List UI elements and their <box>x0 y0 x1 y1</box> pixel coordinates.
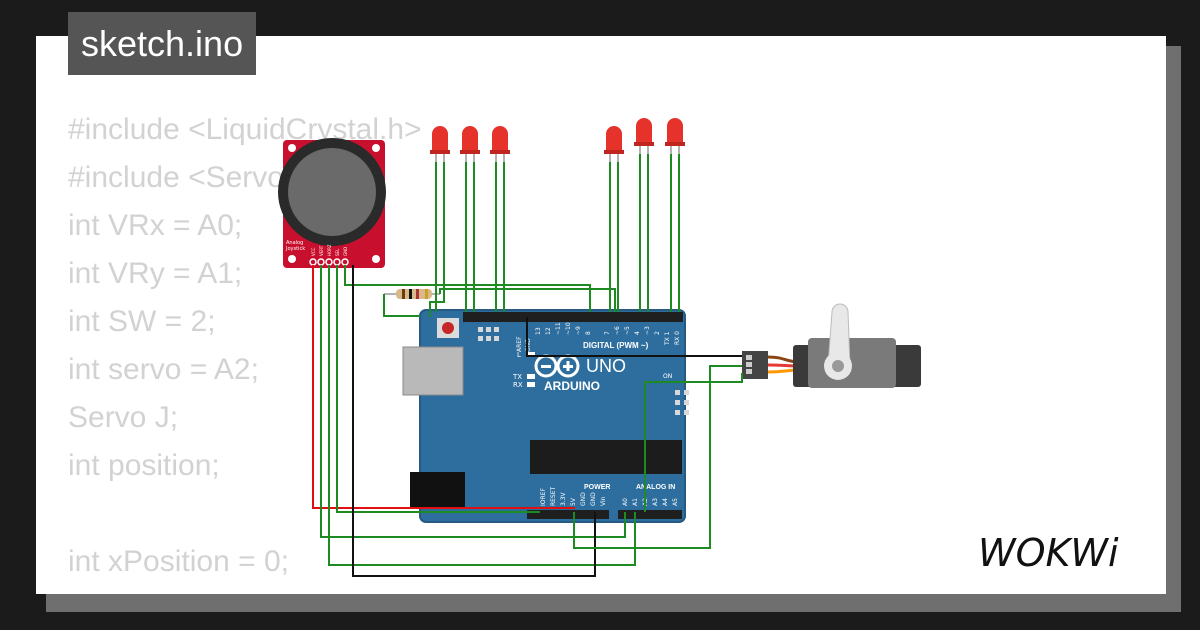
wires <box>312 154 743 577</box>
resistor[interactable] <box>384 289 440 299</box>
atmega-chip <box>530 440 682 474</box>
wire-led-gnd <box>429 162 445 317</box>
on-label: ON <box>663 373 672 380</box>
code-line-11: int yPosition = 0; <box>68 586 422 594</box>
red-led-4[interactable] <box>604 126 624 162</box>
wokwi-logo-text: WOKWi <box>978 531 1119 575</box>
pin-label: RX 0 <box>674 331 681 345</box>
servo-connector <box>742 351 768 379</box>
wire-vert <box>320 265 626 538</box>
usb-port <box>402 346 464 396</box>
joystick-label-2: Joystick <box>285 246 305 252</box>
pin-label: GND <box>580 492 587 506</box>
servo-motor[interactable] <box>742 303 921 388</box>
pin-label: A3 <box>652 498 659 506</box>
pin-label: 5V <box>570 497 577 506</box>
arduino-uno-board[interactable]: L TX RX ARDUINO UNO DIGITAL (PWM ~) ON A… <box>402 309 689 523</box>
pin-label: ~6 <box>614 326 621 335</box>
joystick-knob[interactable] <box>288 148 376 236</box>
board-brand: ARDUINO <box>544 379 600 393</box>
wire-servo-gnd <box>526 317 742 357</box>
red-led-5[interactable] <box>634 118 654 154</box>
pin-label: RESET <box>550 486 557 506</box>
led-rx-indicator <box>527 382 535 387</box>
pin-label: 12 <box>545 327 552 335</box>
reset-button[interactable] <box>442 322 454 334</box>
wire-servo-signal <box>644 373 743 512</box>
servo-horn[interactable] <box>827 303 851 367</box>
pin-label: Vin <box>600 496 607 506</box>
pin-label: 13 <box>535 327 542 335</box>
pin-label: A0 <box>622 498 629 506</box>
digital-label: DIGITAL (PWM ~) <box>583 341 649 350</box>
pin-label: A1 <box>632 498 639 506</box>
rx-label: RX <box>513 381 523 389</box>
code-line-6: int servo = A2; <box>68 353 259 386</box>
pin-label: SEL <box>335 248 340 256</box>
pin-label: ~11 <box>555 322 562 335</box>
analog-joystick-module[interactable]: Analog Joystick VCC VERT HORZ SEL GND <box>278 138 386 268</box>
red-led-6[interactable] <box>665 118 685 154</box>
pin-label: IOREF <box>540 488 547 506</box>
pin-label: 4 <box>634 331 641 335</box>
tx-label: TX <box>512 373 522 381</box>
pin-label: ~5 <box>624 326 631 335</box>
pin-label: A5 <box>672 498 679 506</box>
wire-resistor-pin <box>439 288 616 312</box>
joystick-pin-labels: VCC VERT HORZ SEL GND <box>311 244 348 256</box>
code-line-3: int VRx = A0; <box>68 209 243 242</box>
power-pin-labels: IOREF RESET 3.3V 5V GND GND Vin <box>540 486 607 506</box>
wire-sel <box>336 265 540 513</box>
wire-resistor <box>383 294 420 317</box>
pin-label: 7 <box>604 331 611 335</box>
code-line-7: Servo J; <box>68 401 179 434</box>
red-led-3[interactable] <box>490 126 510 162</box>
led-group <box>430 118 685 162</box>
pin-label: GND <box>590 492 597 506</box>
digital-header <box>463 312 683 322</box>
code-line-10: int xPosition = 0; <box>68 545 289 578</box>
red-led-2[interactable] <box>460 126 480 162</box>
icsp-header-2 <box>675 390 689 415</box>
pin-label: A4 <box>662 498 669 506</box>
pin-label: VERT <box>319 245 324 256</box>
gnd-label: GND <box>525 338 532 352</box>
pin-label: 3.3V <box>560 491 567 506</box>
wire-vcc <box>312 265 575 509</box>
pin-label: GND <box>343 247 348 256</box>
pin-label: 2 <box>654 331 661 335</box>
code-line-5: int SW = 2; <box>68 305 216 338</box>
wire-sel-d2 <box>344 265 591 312</box>
board-model: UNO <box>586 356 626 376</box>
wire-gnd <box>352 265 596 577</box>
analog-header <box>618 510 682 519</box>
aref-label: AREF <box>516 336 523 352</box>
red-led-1[interactable] <box>430 126 450 162</box>
power-jack <box>410 472 465 508</box>
pin-label: HORZ <box>327 244 332 256</box>
power-header <box>527 510 609 519</box>
pin-label: VCC <box>311 247 316 256</box>
led-l-label: L <box>517 351 521 359</box>
wokwi-logo: WOKWi <box>978 531 1119 575</box>
analog-label: ANALOG IN <box>636 484 675 491</box>
pin-label: ~10 <box>565 322 572 335</box>
wire-servo-vcc <box>573 365 742 549</box>
digital-pin-labels: 13 12 ~11 ~10 ~9 8 7 ~6 ~5 4 ~3 2 TX 1 R… <box>535 322 681 346</box>
pin-label: 8 <box>585 331 592 335</box>
pin-label: ~3 <box>644 326 651 335</box>
joystick-label-1: Analog <box>286 240 303 246</box>
icsp-header <box>478 327 499 341</box>
pin-label: ~9 <box>575 326 582 335</box>
led-tx-indicator <box>527 374 535 379</box>
led-l-indicator <box>527 352 535 357</box>
pin-label: TX 1 <box>664 331 671 346</box>
code-line-4: int VRy = A1; <box>68 257 243 290</box>
power-label: POWER <box>584 484 610 491</box>
wire-horz <box>328 265 636 566</box>
code-line-8: int position; <box>68 449 220 482</box>
file-tab[interactable]: sketch.ino <box>68 12 257 75</box>
